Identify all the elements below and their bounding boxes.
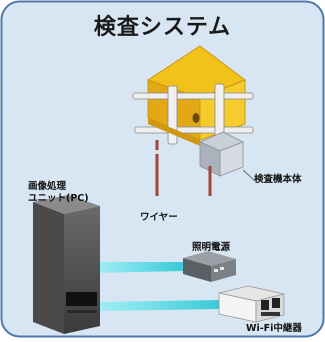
pc-label: 画像処理 ユニット(PC)	[28, 181, 89, 205]
wifi-repeater-box	[218, 285, 285, 323]
wifi-repeater-label: Wi-Fi中継器	[246, 323, 302, 334]
inspection-machine	[132, 45, 255, 196]
wire-label: ワイヤー	[140, 212, 178, 223]
lighting-power-label: 照明電源	[192, 242, 231, 253]
inspection-unit-label: 検査機本体	[254, 174, 302, 185]
pc-label-line2: ユニット(PC)	[28, 193, 89, 204]
pc-label-line1: 画像処理	[28, 181, 67, 192]
pc-tower	[33, 195, 100, 334]
cable-to-lighting-power	[96, 262, 183, 273]
diagram-title: 検査システム	[93, 15, 232, 40]
lighting-power-box	[183, 251, 236, 282]
cable-to-wifi-repeater	[96, 300, 220, 311]
